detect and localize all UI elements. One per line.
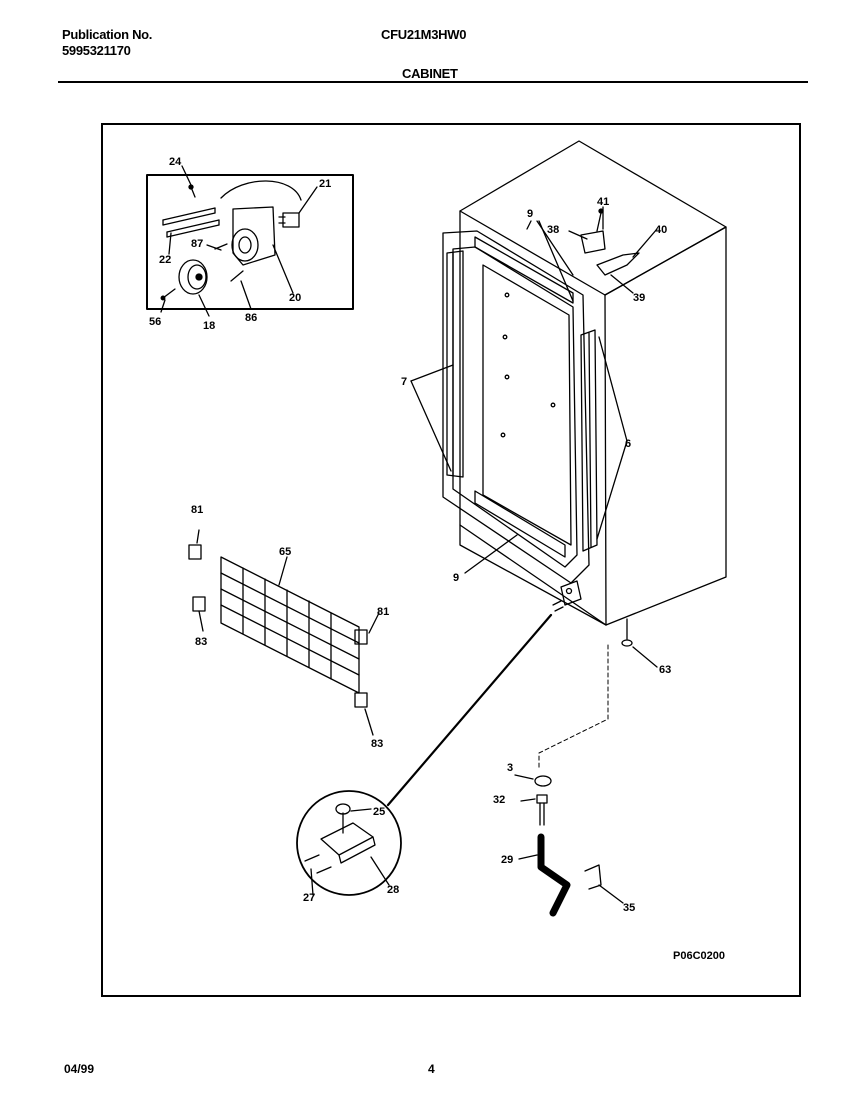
model-number: CFU21M3HW0 <box>381 27 467 42</box>
callout-56: 56 <box>149 316 161 328</box>
callout-22: 22 <box>159 254 171 266</box>
publication-label: Publication No. <box>62 27 153 42</box>
callout-41: 41 <box>597 196 609 208</box>
fan-motor-inset <box>146 165 354 317</box>
hinge-detail-circle <box>296 613 553 896</box>
callout-24: 24 <box>169 156 182 168</box>
section-title: CABINET <box>402 66 458 81</box>
drain-parts <box>514 774 624 917</box>
diagram-frame: 24 21 22 87 20 56 18 86 9 41 38 40 39 7 … <box>101 123 801 997</box>
callout-20: 20 <box>289 292 301 304</box>
callout-81-right: 81 <box>377 606 389 618</box>
callout-81-left: 81 <box>191 504 203 516</box>
callout-38: 38 <box>547 224 559 236</box>
grille-shelf <box>188 529 380 736</box>
callout-86: 86 <box>245 312 257 324</box>
callout-3: 3 <box>507 762 513 774</box>
callout-29: 29 <box>501 854 513 866</box>
callout-35: 35 <box>623 902 635 914</box>
callout-83-right: 83 <box>371 738 383 750</box>
callout-40: 40 <box>655 224 667 236</box>
callout-65: 65 <box>279 546 291 558</box>
page-number: 4 <box>428 1062 435 1076</box>
publication-number: 5995321170 <box>62 43 131 58</box>
cabinet-body <box>410 140 727 668</box>
exploded-view-diagram: 24 21 22 87 20 56 18 86 9 41 38 40 39 7 … <box>146 140 727 962</box>
callout-32: 32 <box>493 794 505 806</box>
callout-9-top: 9 <box>527 208 533 220</box>
callout-18: 18 <box>203 320 215 332</box>
footer-date: 04/99 <box>64 1062 95 1076</box>
callout-9-bottom: 9 <box>453 572 459 584</box>
header-rule <box>58 81 808 83</box>
callout-39: 39 <box>633 292 645 304</box>
callout-6: 6 <box>625 438 631 450</box>
callout-27: 27 <box>303 892 315 904</box>
callout-83-left: 83 <box>195 636 207 648</box>
leg-dashed-guide <box>538 644 609 770</box>
drawing-code: P06C0200 <box>673 950 725 962</box>
callout-25: 25 <box>373 806 385 818</box>
callout-7: 7 <box>401 376 407 388</box>
callout-21: 21 <box>319 178 331 190</box>
callout-28: 28 <box>387 884 399 896</box>
callout-63: 63 <box>659 664 671 676</box>
callout-87: 87 <box>191 238 203 250</box>
